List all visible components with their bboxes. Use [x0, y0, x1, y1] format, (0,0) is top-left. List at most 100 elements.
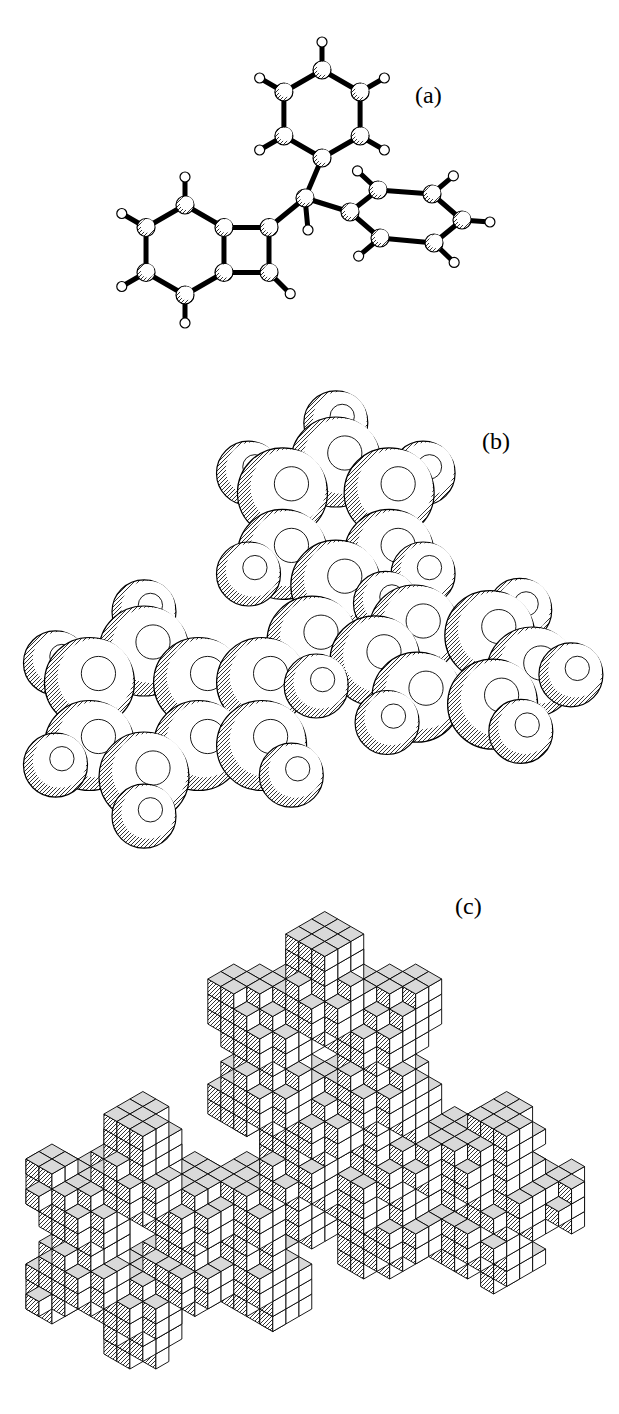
atom-highlight: [264, 219, 278, 233]
atom-highlight: [375, 230, 389, 244]
cube-top-face: [52, 1182, 78, 1197]
ball-and-stick-model: [117, 37, 495, 328]
cube-top-face: [351, 1084, 377, 1099]
cube-top-face: [312, 1092, 338, 1107]
space-filling-model: [23, 391, 602, 848]
cube-top-face: [481, 1204, 507, 1219]
cube-top-face: [26, 1182, 52, 1197]
cube-top-face: [247, 1024, 273, 1039]
hydrogen-atom: [255, 73, 265, 83]
hydrogen-atom: [317, 37, 327, 47]
cube-top-face: [195, 1264, 221, 1279]
cube-top-face: [234, 1182, 260, 1197]
cube-top-face: [312, 942, 338, 957]
carbon-atom: [313, 149, 331, 167]
sphere-highlight: [269, 744, 323, 798]
cube-top-face: [247, 979, 273, 994]
hydrogen-atom: [255, 145, 265, 155]
cube-top-face: [39, 1159, 65, 1174]
cube-top-face: [299, 1159, 325, 1174]
cube-top-face: [130, 1122, 156, 1137]
cube-top-face: [78, 1182, 104, 1197]
carbon-atom: [137, 219, 155, 237]
cube-top-face: [286, 972, 312, 987]
sphere-cap: [417, 555, 441, 579]
atom-highlight: [457, 212, 471, 226]
cube-top-face: [169, 1264, 195, 1279]
cube-top-face: [455, 1159, 481, 1174]
atom-highlight: [355, 128, 369, 142]
carbon-atom: [351, 83, 369, 101]
cube-top-face: [117, 1174, 143, 1189]
cube-top-face: [91, 1204, 117, 1219]
sphere-highlight: [364, 691, 418, 745]
cube-top-face: [247, 1204, 273, 1219]
sphere-highlight: [121, 785, 175, 839]
hydrogen-atom: [180, 318, 190, 328]
hydrogen-atom: [379, 145, 389, 155]
cube-top-face: [377, 979, 403, 994]
cube-top-face: [390, 1137, 416, 1152]
atom-highlight: [345, 204, 359, 218]
cube-top-face: [195, 1204, 221, 1219]
cube-top-face: [481, 1234, 507, 1249]
cube-top-face: [91, 1264, 117, 1279]
carbon-atom: [453, 211, 471, 229]
atom-highlight: [300, 190, 314, 204]
cube-top-face: [26, 1287, 52, 1302]
cube-top-face: [559, 1174, 585, 1189]
carbon-atom: [313, 61, 331, 79]
cube-top-face: [260, 1002, 286, 1017]
cube-top-face: [325, 994, 351, 1009]
sphere-cap: [381, 704, 405, 728]
hydrogen-atom: [352, 166, 362, 176]
carbon-atom: [176, 196, 194, 214]
atom-highlight: [373, 182, 387, 196]
atom-sphere: [23, 733, 87, 797]
cube-top-face: [325, 1114, 351, 1129]
cube-top-face: [117, 1294, 143, 1309]
atom-highlight: [427, 186, 441, 200]
atom-sphere: [355, 691, 419, 755]
hydrogen-atom: [303, 225, 313, 235]
cube-top-face: [299, 994, 325, 1009]
cube-top-face: [403, 1219, 429, 1234]
hydrogen-atom: [449, 257, 459, 267]
cube-top-face: [377, 1024, 403, 1039]
cube-top-face: [169, 1204, 195, 1219]
sphere-cap: [409, 671, 443, 705]
atom-highlight: [355, 84, 369, 98]
hydrogen-atom: [379, 73, 389, 83]
sphere-cap: [50, 747, 74, 771]
atom-highlight: [429, 235, 443, 249]
cube-top-face: [143, 1294, 169, 1309]
sphere-cap: [243, 555, 267, 579]
atom-highlight: [279, 84, 293, 98]
cube-top-face: [416, 1137, 442, 1152]
sphere-highlight: [498, 700, 552, 754]
cube-top-face: [234, 1002, 260, 1017]
cube-top-face: [546, 1197, 572, 1212]
carbon-atom: [296, 189, 314, 207]
sphere-cap: [138, 798, 162, 822]
cube-top-face: [377, 1219, 403, 1234]
cube-top-face: [364, 1002, 390, 1017]
voxel-model: [26, 912, 585, 1370]
carbon-atom: [371, 229, 389, 247]
sphere-cap: [274, 467, 308, 501]
atom-sphere: [217, 542, 281, 606]
cube-top-face: [65, 1204, 91, 1219]
cube-top-face: [143, 1174, 169, 1189]
cube-top-face: [468, 1137, 494, 1152]
cube-top-face: [377, 1159, 403, 1174]
sphere-cap: [381, 467, 415, 501]
cube-top-face: [377, 1084, 403, 1099]
atom-highlight: [180, 287, 194, 301]
cube-top-face: [338, 972, 364, 987]
sphere-cap: [136, 751, 170, 785]
cube-top-face: [273, 1024, 299, 1039]
sphere-highlight: [226, 543, 280, 597]
carbon-atom: [176, 286, 194, 304]
cube-top-face: [442, 1137, 468, 1152]
hydrogen-atom: [485, 217, 495, 227]
